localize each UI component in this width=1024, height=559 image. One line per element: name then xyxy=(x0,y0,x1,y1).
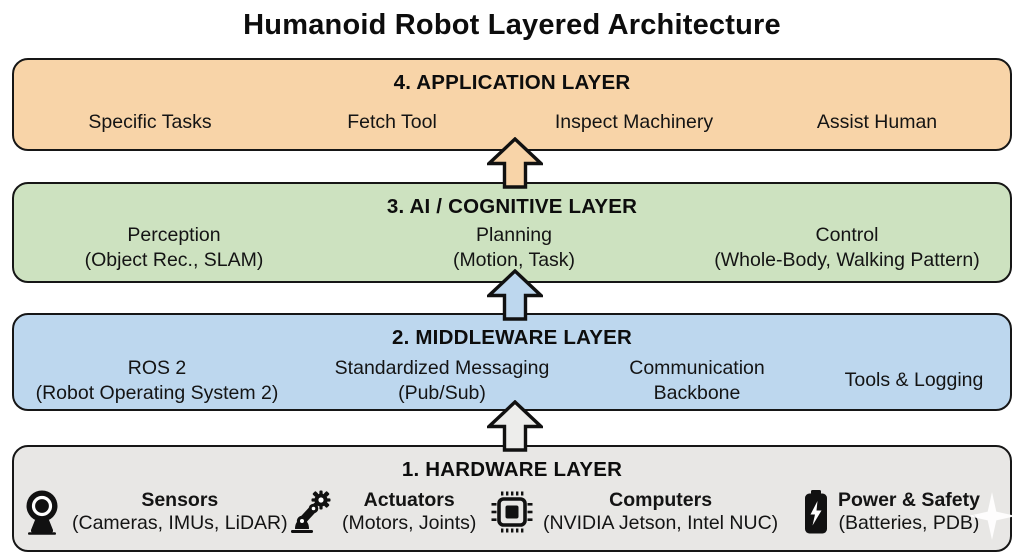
mw-item-messaging-title: Standardized Messaging xyxy=(334,357,550,379)
hw-sensors-name: Sensors xyxy=(141,489,219,511)
ai-item-control-detail: (Whole-Body, Walking Pattern) xyxy=(714,248,980,271)
hw-group-power: Power & Safety (Batteries, PDB) xyxy=(802,489,980,535)
mw-item-messaging: Standardized Messaging (Pub/Sub) xyxy=(335,356,550,405)
arrow-hardware-to-middleware xyxy=(487,400,543,452)
arrow-shape xyxy=(487,137,543,189)
hw-actuators-text: Actuators (Motors, Joints) xyxy=(342,489,476,535)
webcam-icon xyxy=(26,490,58,535)
hw-power-text: Power & Safety (Batteries, PDB) xyxy=(838,489,980,535)
hw-group-computers: Computers (NVIDIA Jetson, Intel NUC) xyxy=(489,489,778,535)
ai-item-perception-title: Perception xyxy=(127,224,221,246)
mw-item-ros2-detail: (Robot Operating System 2) xyxy=(35,381,279,404)
arrow-cognitive-to-application xyxy=(487,137,543,189)
arrow-shape xyxy=(487,269,543,321)
hw-group-sensors: Sensors (Cameras, IMUs, LiDAR) xyxy=(22,489,288,535)
hw-sensors-detail: (Cameras, IMUs, LiDAR) xyxy=(72,512,288,534)
ai-item-perception-detail: (Object Rec., SLAM) xyxy=(84,248,264,271)
layer-middleware: 2. MIDDLEWARE LAYER ROS 2 (Robot Operati… xyxy=(12,313,1012,411)
layer-middleware-header: 2. MIDDLEWARE LAYER xyxy=(392,326,632,349)
app-item-fetch-tool: Fetch Tool xyxy=(347,111,437,133)
layer-application: 4. APPLICATION LAYER Specific Tasks Fetc… xyxy=(12,58,1012,151)
battery-bolt-icon xyxy=(805,490,827,534)
hw-power-detail: (Batteries, PDB) xyxy=(838,512,980,534)
ai-item-planning: Planning (Motion, Task) xyxy=(453,223,575,272)
ai-item-perception: Perception (Object Rec., SLAM) xyxy=(85,223,264,272)
ai-item-planning-title: Planning xyxy=(476,224,552,246)
mw-item-messaging-detail: (Pub/Sub) xyxy=(398,381,486,404)
diagram-title: Humanoid Robot Layered Architecture xyxy=(243,9,781,41)
arrow-shape xyxy=(487,400,543,452)
hw-power-name: Power & Safety xyxy=(838,489,980,511)
ai-item-control: Control (Whole-Body, Walking Pattern) xyxy=(714,223,980,272)
hw-computers-name: Computers xyxy=(609,489,713,511)
app-item-inspect-machinery: Inspect Machinery xyxy=(554,111,714,133)
hw-computers-text: Computers (NVIDIA Jetson, Intel NUC) xyxy=(543,489,778,535)
mw-item-communication-line2: Backbone xyxy=(653,381,741,404)
arrow-middleware-to-cognitive xyxy=(487,269,543,321)
layer-hardware-header: 1. HARDWARE LAYER xyxy=(401,458,623,481)
mw-item-communication-backbone: Communication Backbone xyxy=(629,356,764,405)
app-item-assist-human: Assist Human xyxy=(816,111,938,133)
hw-actuators-detail: (Motors, Joints) xyxy=(342,512,477,534)
mw-item-ros2-title: ROS 2 xyxy=(127,357,187,379)
hw-group-actuators: Actuators (Motors, Joints) xyxy=(290,489,476,535)
app-item-specific-tasks: Specific Tasks xyxy=(88,111,212,133)
ai-item-planning-detail: (Motion, Task) xyxy=(452,248,576,271)
mw-item-tools-logging: Tools & Logging xyxy=(844,369,984,391)
mw-item-communication-line1: Communication xyxy=(629,357,765,379)
layer-ai-cognitive-header: 3. AI / COGNITIVE LAYER xyxy=(386,195,638,218)
layer-ai-cognitive: 3. AI / COGNITIVE LAYER Perception (Obje… xyxy=(12,182,1012,283)
hw-computers-detail: (NVIDIA Jetson, Intel NUC) xyxy=(543,512,779,534)
robot-arm-icon xyxy=(291,490,331,533)
cpu-chip-icon xyxy=(491,491,533,533)
ai-item-control-title: Control xyxy=(815,224,879,246)
layer-hardware: 1. HARDWARE LAYER Sensors (Cameras, IMUs… xyxy=(12,445,1012,552)
layer-application-header: 4. APPLICATION LAYER xyxy=(393,71,631,94)
mw-item-ros2: ROS 2 (Robot Operating System 2) xyxy=(36,356,279,405)
hw-actuators-name: Actuators xyxy=(363,489,455,511)
hw-sensors-text: Sensors (Cameras, IMUs, LiDAR) xyxy=(72,489,288,535)
